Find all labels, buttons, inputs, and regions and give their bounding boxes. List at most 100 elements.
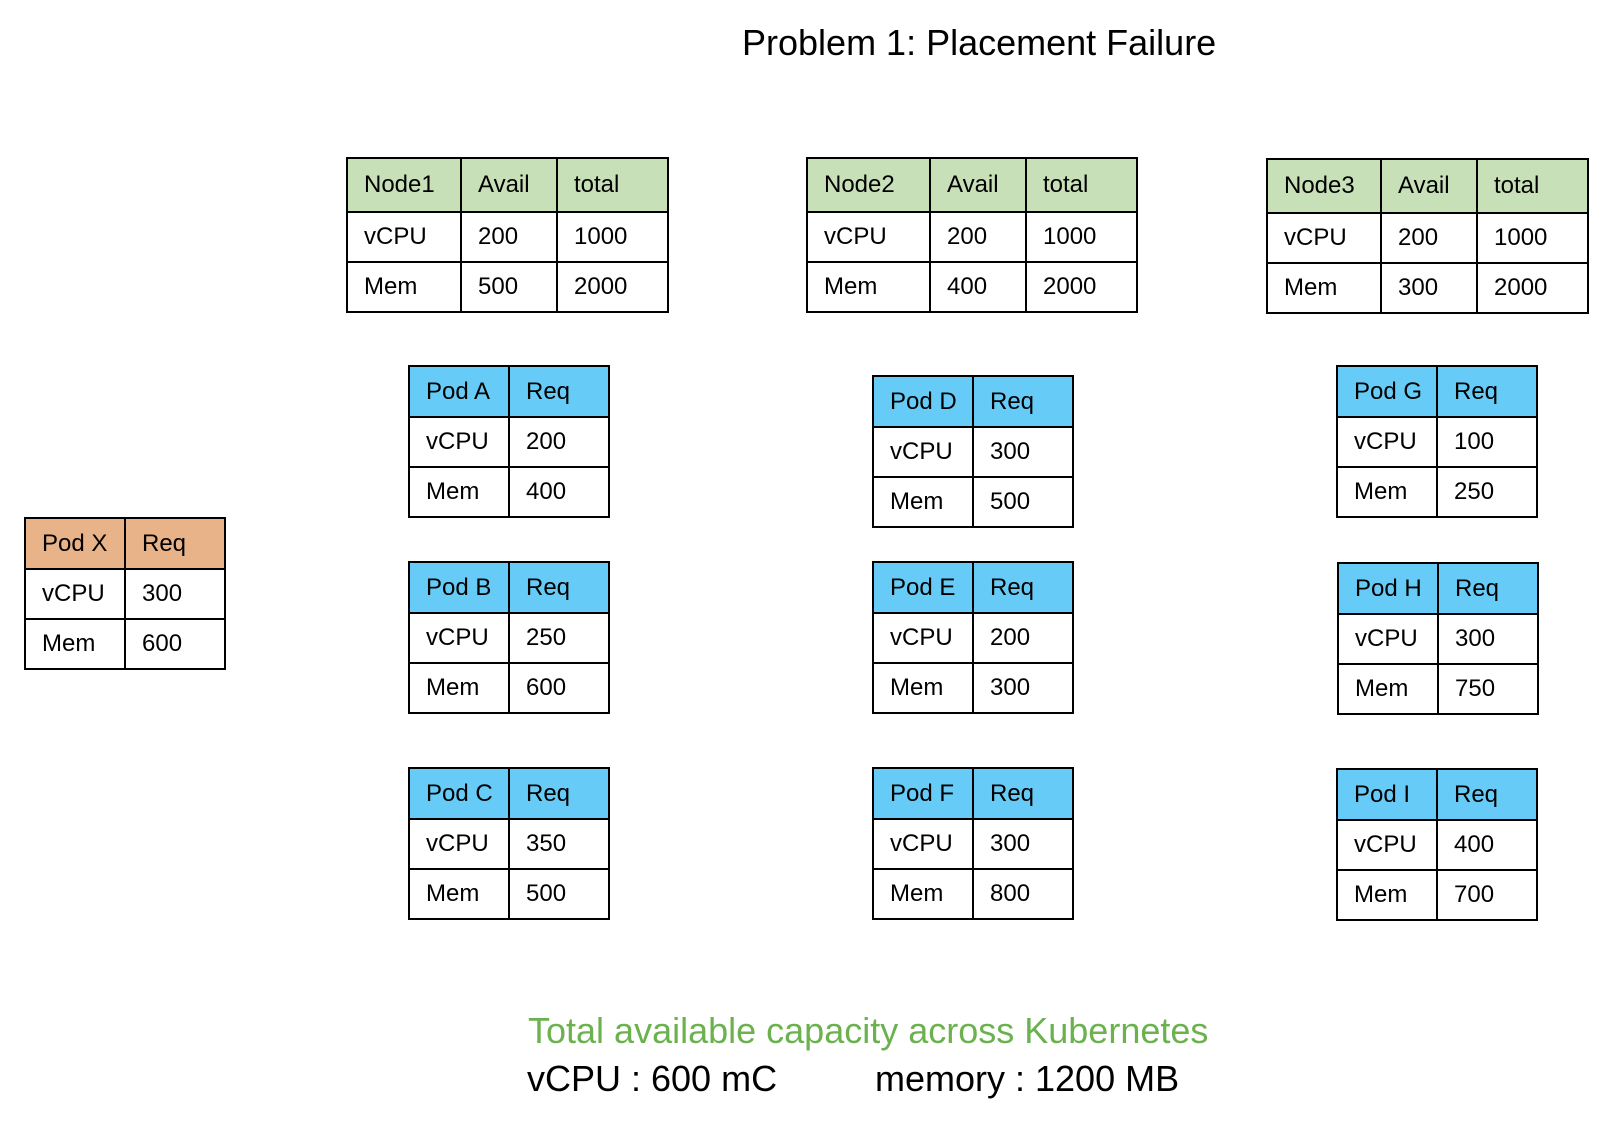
row-label: vCPU (872, 818, 974, 870)
row-label: Mem (872, 662, 974, 714)
row-label: Mem (872, 868, 974, 920)
pod-name: Pod I (1336, 768, 1438, 821)
col-req: Req (1436, 365, 1538, 418)
req-value: 400 (508, 466, 610, 518)
row-label: Mem (408, 662, 510, 714)
col-avail: Avail (460, 157, 558, 213)
req-value: 600 (124, 618, 226, 670)
col-req: Req (972, 767, 1074, 820)
row-label: Mem (24, 618, 126, 670)
row-label: vCPU (1336, 819, 1438, 871)
req-value: 300 (1437, 613, 1539, 665)
row-label: vCPU (408, 612, 510, 664)
row-label: Mem (1336, 869, 1438, 921)
col-req: Req (508, 561, 610, 614)
col-req: Req (508, 365, 610, 418)
col-avail: Avail (929, 157, 1027, 213)
col-req: Req (124, 517, 226, 570)
req-value: 200 (972, 612, 1074, 664)
req-value: 300 (972, 818, 1074, 870)
total-value: 2000 (556, 261, 669, 313)
total-value: 1000 (1025, 211, 1138, 263)
req-value: 300 (972, 426, 1074, 478)
req-value: 300 (972, 662, 1074, 714)
node-name: Node2 (806, 157, 931, 213)
total-value: 1000 (556, 211, 669, 263)
req-value: 700 (1436, 869, 1538, 921)
pod-name: Pod D (872, 375, 974, 428)
req-value: 500 (972, 476, 1074, 528)
req-value: 350 (508, 818, 610, 870)
req-value: 200 (508, 416, 610, 468)
pod-name: Pod F (872, 767, 974, 820)
avail-value: 200 (929, 211, 1027, 263)
row-label: Mem (1266, 262, 1382, 314)
req-value: 400 (1436, 819, 1538, 871)
req-value: 800 (972, 868, 1074, 920)
row-label: vCPU (24, 568, 126, 620)
req-value: 300 (124, 568, 226, 620)
avail-value: 200 (460, 211, 558, 263)
row-label: vCPU (408, 416, 510, 468)
row-label: Mem (872, 476, 974, 528)
req-value: 750 (1437, 663, 1539, 715)
pod-name: Pod C (408, 767, 510, 820)
col-req: Req (1436, 768, 1538, 821)
pod-name: Pod B (408, 561, 510, 614)
req-value: 600 (508, 662, 610, 714)
avail-value: 500 (460, 261, 558, 313)
diagram-title: Problem 1: Placement Failure (742, 22, 1217, 63)
col-req: Req (972, 375, 1074, 428)
row-label: vCPU (1337, 613, 1439, 665)
col-avail: Avail (1380, 158, 1478, 214)
total-value: 2000 (1476, 262, 1589, 314)
row-label: vCPU (872, 612, 974, 664)
row-label: Mem (408, 466, 510, 518)
summary-vcpu: vCPU : 600 mC (527, 1058, 778, 1099)
col-total: total (1476, 158, 1589, 214)
req-value: 250 (1436, 466, 1538, 518)
col-req: Req (508, 767, 610, 820)
node-name: Node3 (1266, 158, 1382, 214)
col-req: Req (972, 561, 1074, 614)
row-label: vCPU (1336, 416, 1438, 468)
row-label: Mem (408, 868, 510, 920)
row-label: Mem (346, 261, 462, 313)
total-value: 2000 (1025, 261, 1138, 313)
avail-value: 200 (1380, 212, 1478, 264)
col-req: Req (1437, 562, 1539, 615)
req-value: 250 (508, 612, 610, 664)
row-label: vCPU (872, 426, 974, 478)
col-total: total (1025, 157, 1138, 213)
row-label: vCPU (408, 818, 510, 870)
summary-memory: memory : 1200 MB (875, 1058, 1180, 1099)
summary-heading: Total available capacity across Kubernet… (528, 1010, 1209, 1051)
pod-name: Pod H (1337, 562, 1439, 615)
row-label: Mem (806, 261, 931, 313)
avail-value: 400 (929, 261, 1027, 313)
total-value: 1000 (1476, 212, 1589, 264)
pod-name: Pod X (24, 517, 126, 570)
row-label: vCPU (806, 211, 931, 263)
col-total: total (556, 157, 669, 213)
node-name: Node1 (346, 157, 462, 213)
row-label: Mem (1337, 663, 1439, 715)
req-value: 100 (1436, 416, 1538, 468)
pod-name: Pod E (872, 561, 974, 614)
req-value: 500 (508, 868, 610, 920)
row-label: vCPU (346, 211, 462, 263)
pod-name: Pod G (1336, 365, 1438, 418)
